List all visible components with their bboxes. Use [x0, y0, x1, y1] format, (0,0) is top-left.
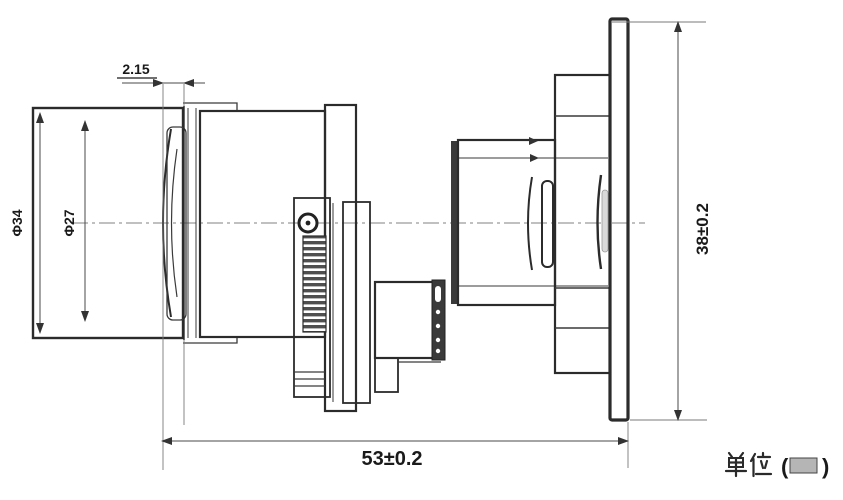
dimension-bezel-offset: 2.15	[117, 61, 205, 470]
mount-flange	[553, 73, 612, 375]
rear-cylinder-front-cap	[451, 141, 458, 304]
connector-pin	[435, 309, 441, 315]
screw-hole-center-dot	[305, 220, 311, 226]
dim-label-lens-diameter: Φ27	[61, 209, 77, 236]
front-bezel-ring	[183, 106, 197, 340]
connector-slot	[435, 286, 441, 302]
connector-pin	[435, 348, 441, 354]
dimension-flange-height: 38±0.2	[612, 21, 712, 421]
focus-gear-ring	[323, 103, 371, 413]
hanzi-wei	[749, 451, 773, 478]
dimension-outer-diameter: Φ34	[9, 112, 44, 334]
dimension-total-length: 53±0.2	[161, 422, 629, 470]
inner-lens-surface	[527, 176, 533, 271]
dim-label-outer-diameter: Φ34	[9, 209, 25, 236]
rear-cylinder	[451, 137, 608, 307]
front-lens-retainer	[166, 126, 187, 321]
dimension-lens-diameter: Φ27	[61, 120, 89, 322]
dim-label-total-length: 53±0.2	[361, 448, 422, 470]
tick-arrow	[530, 154, 539, 162]
dim-label-flange-height: 38±0.2	[693, 203, 712, 255]
hanzi-dan	[724, 451, 748, 478]
unit-note: ( )	[724, 451, 829, 479]
mm-block	[789, 457, 818, 474]
lens-doublet	[541, 180, 554, 268]
rear-element-highlight	[601, 189, 609, 253]
connector-pin	[435, 337, 441, 343]
gear-rack-bracket	[293, 197, 331, 398]
motor-block	[373, 279, 446, 393]
gear-teeth	[302, 235, 327, 333]
unit-paren-close: )	[822, 454, 829, 479]
dim-label-bezel-offset: 2.15	[122, 61, 149, 77]
connector-pin	[435, 323, 441, 329]
unit-paren-open: (	[781, 454, 789, 479]
rear-lens-surface	[596, 174, 603, 270]
tick-arrow	[529, 137, 538, 145]
back-plate	[608, 17, 630, 422]
